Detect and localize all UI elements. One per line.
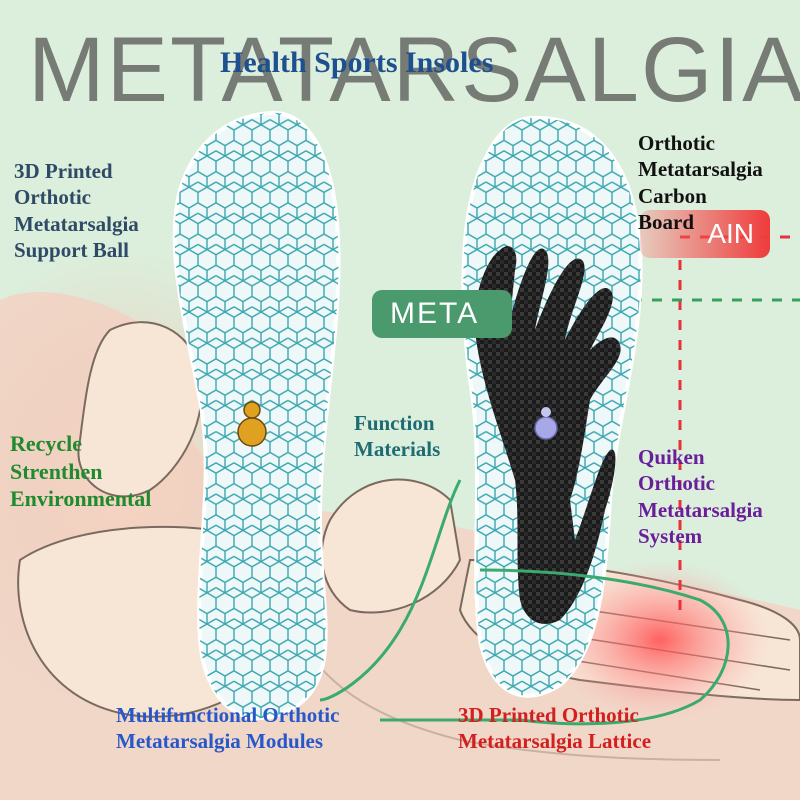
label-line: Function [354, 411, 435, 435]
label-line: Strenthen [10, 458, 103, 484]
label-line: 3D Printed Orthotic [458, 703, 639, 727]
page-title: Health Sports Insoles [220, 46, 494, 79]
green-connector-line [319, 479, 730, 726]
label-line: Metatarsalgia [14, 211, 139, 236]
watermark-text: METATARSALGIA [28, 19, 800, 121]
label-line: Materials [354, 437, 441, 462]
label-line: Recycle [10, 431, 83, 456]
label-carbon-board: Orthotic Metatarsalgia Carbon Board [638, 130, 763, 235]
label-function-materials: Function Materials [354, 410, 440, 463]
label-line: Metatarsalgia [638, 497, 763, 522]
ankle-bone [77, 321, 203, 498]
label-line: Orthotic [638, 471, 715, 496]
label-line: Multifunctional Orthotic [116, 703, 340, 727]
label-quiken-system: Quiken Orthotic Metatarsalgia System [638, 444, 763, 549]
pain-area [550, 560, 770, 720]
label-line: Orthotic [638, 131, 715, 155]
meta-pill: META [372, 290, 512, 338]
label-line: Orthotic [14, 185, 91, 210]
label-line: Metatarsalgia Modules [116, 729, 324, 754]
label-recycle: Recycle Strenthen Environmental [10, 430, 151, 513]
label-line: System [638, 523, 703, 548]
label-line: Board [638, 209, 695, 234]
label-modules: Multifunctional Orthotic Metatarsalgia M… [116, 702, 339, 755]
label-line: Metatarsalgia [638, 157, 763, 182]
support-ball-icon [237, 401, 267, 447]
support-ball-purple-icon [534, 416, 558, 440]
label-line: 3D Printed [14, 159, 113, 183]
label-line: Metatarsalgia Lattice [458, 729, 652, 754]
pain-pill: AIN [640, 210, 770, 258]
label-line: Carbon [638, 183, 707, 208]
label-lattice: 3D Printed Orthotic Metatarsalgia Lattic… [458, 702, 651, 755]
label-line: Environmental [10, 486, 152, 511]
label-line: Support Ball [14, 237, 129, 262]
label-support-ball: 3D Printed Orthotic Metatarsalgia Suppor… [14, 158, 139, 263]
label-line: Quiken [638, 445, 705, 469]
